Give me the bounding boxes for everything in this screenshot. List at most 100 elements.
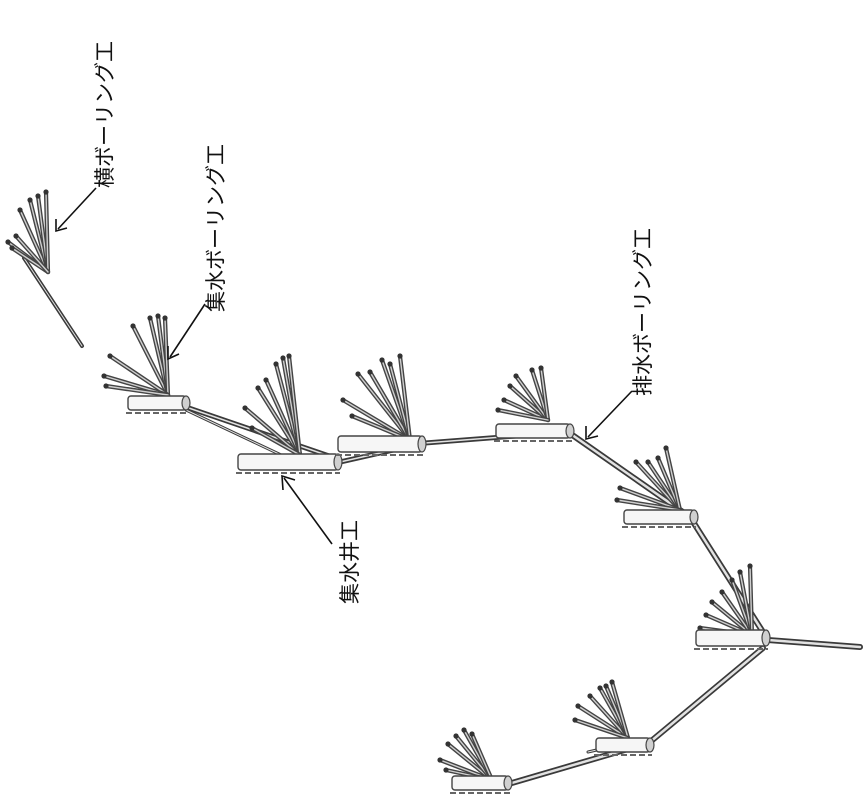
collection-well [495,423,571,439]
boring-tip [242,405,248,411]
collection-well [127,395,187,411]
boring-tip [255,385,261,391]
boring-rod-highlight [589,695,629,739]
boring-rod-highlight [45,191,49,273]
drain-pipe-highlight [648,646,765,744]
boring-rod-highlight [105,385,169,396]
collection-well [451,775,509,791]
boring-tip [443,767,449,773]
boring-tip [603,683,609,689]
boring-tip [397,353,403,359]
boring-tip [645,459,651,465]
label-haisui-boring: 排水ボーリング工 [631,228,655,396]
boring-tip [587,693,593,699]
leader-yoko-boring [57,187,97,230]
boring-tip [387,361,393,367]
boring-tip [575,703,581,709]
arrowhead-shusui-boring [167,346,180,361]
boring-tip [340,397,346,403]
boring-tip [747,563,753,569]
boring-rod-highlight [369,371,411,441]
boring-tip [17,207,23,213]
well-rim [565,423,575,439]
boring-tip [597,685,603,691]
boring-tip [538,365,544,371]
boring-tip [249,425,255,431]
arrowhead-yoko-boring [55,219,68,233]
boring-tip [507,383,513,389]
leader-shusui-sei [283,477,333,545]
boring-rod-highlight [244,407,301,456]
boring-rod-highlight [515,375,549,421]
boring-rod-highlight [251,427,301,456]
boring-tip [703,612,709,618]
well-rim [761,629,771,647]
collection-well [695,629,767,647]
boring-tip [9,245,15,251]
boring-tip [35,193,41,199]
boring-tip [469,731,475,737]
boring-tip [501,397,507,403]
well-rim [333,453,343,471]
collection-well [237,453,339,471]
leader-shusui-boring [169,303,206,358]
boring-tip [103,383,109,389]
boring-tip [729,577,735,583]
boring-tip [27,197,33,203]
boring-tip [737,569,743,575]
collection-well [337,435,423,453]
well-rim [503,775,513,791]
boring-tip [617,485,623,491]
boring-rod-highlight [540,367,549,421]
boring-rod-highlight [577,705,629,739]
boring-tip [5,239,11,245]
boring-tip [147,315,153,321]
boring-tip [719,589,725,595]
drain-pipe-highlight [566,430,692,519]
collection-well [595,737,651,753]
boring-rod-highlight [749,565,753,636]
boring-tip [709,599,715,605]
boring-rod-highlight [164,317,169,396]
boring-tip [43,189,49,195]
collection-well [623,509,695,525]
drainage-pipes [22,256,863,788]
leader-lines [55,187,633,545]
boring-tip [529,367,535,373]
boring-rod-highlight [265,379,301,456]
boring-rod-highlight [665,447,681,511]
collection-wells [126,395,771,794]
boring-tip [633,459,639,465]
drain-pipe-highlight [766,638,862,649]
boring-tip [572,717,578,723]
arrowhead-shusui-sei [281,474,296,491]
boring-tip [286,353,292,359]
leader-haisui-boring [587,390,633,438]
boring-rod-highlight [574,719,629,739]
boring-rod-highlight [399,355,411,441]
boring-rod-highlight [109,355,169,396]
boring-rod-highlight [471,733,493,781]
boring-tip [379,357,385,363]
boring-tip [437,757,443,763]
boring-tip [367,369,373,375]
boring-rod-highlight [616,499,681,511]
boring-rod-highlight [497,409,549,421]
boring-tip [263,377,269,383]
boring-tip [655,455,661,461]
label-shusui-sei: 集水井工 [338,520,362,604]
label-shusui-boring: 集水ボーリング工 [204,144,228,312]
boring-tip [355,371,361,377]
boring-tip [461,727,467,733]
boring-rod-highlight [15,235,49,273]
boring-rod-highlight [288,355,301,456]
well-rim [417,435,427,453]
boring-rod-highlight [721,591,753,636]
boring-tip [663,445,669,451]
boring-tip [13,233,19,239]
boring-tip [453,733,459,739]
arrowhead-haisui-boring [585,426,599,441]
boring-tip [495,407,501,413]
boring-tip [162,315,168,321]
